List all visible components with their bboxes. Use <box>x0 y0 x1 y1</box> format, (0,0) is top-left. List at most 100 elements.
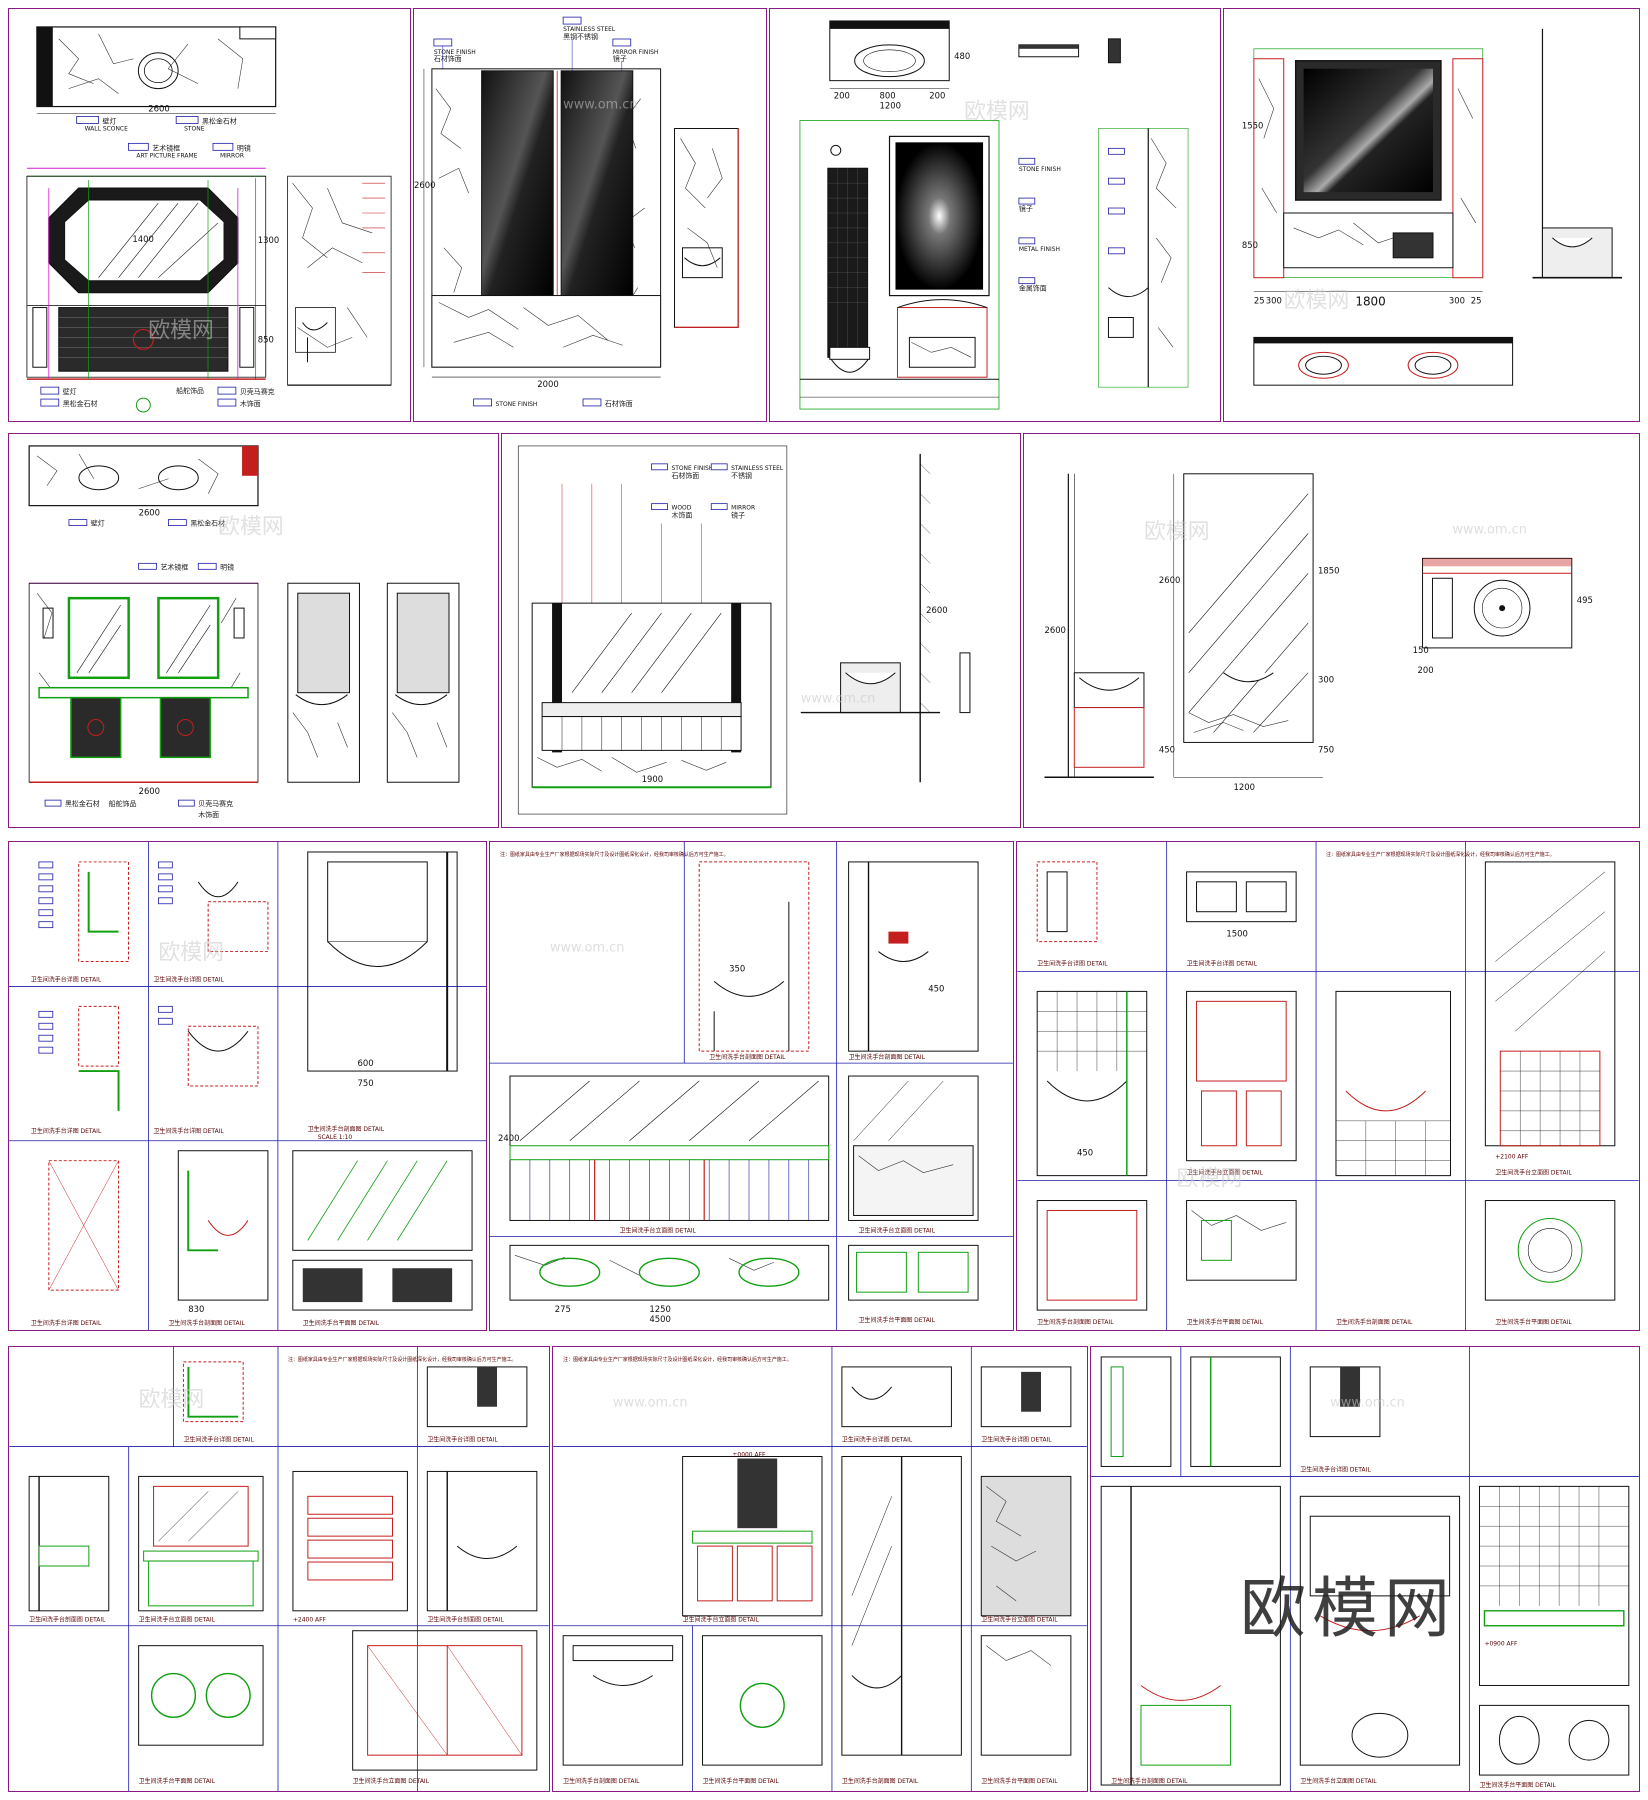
dim-a: 300 <box>1266 296 1282 306</box>
caption-7: 卫生间洗手台剖面图 DETAIL <box>168 1319 245 1327</box>
label-mirror: 镜子 <box>1019 204 1033 213</box>
detail-sheet-a: 卫生间洗手台详图 DETAIL 卫生间洗手台详图 DETAIL 600 750 … <box>8 841 487 1331</box>
caption-6: 卫生间洗手台平面图 DETAIL <box>303 1319 380 1327</box>
double-vanity-drawing: 2600 壁灯 黑松金石材 艺术镜框 明镜 2600 黑松金石材 船舵饰品 贝壳… <box>28 445 460 819</box>
watermark-url: www.om.cn <box>1330 1396 1405 1411</box>
caption-e3: 卫生间洗手台立面图 DETAIL <box>683 1616 760 1624</box>
drawing-sheet-long-vanity: STONE FINISH 石材饰面 STAINLESS STEEL 不锈钢 WO… <box>501 433 1021 828</box>
detail-sheet-c-drawing: 注：图纸家具由专业生产厂家根据现场实际尺寸及设计图纸深化设计，经我司审核确认后方… <box>1017 842 1639 1330</box>
label-stone: 黑松金石材 <box>190 519 225 528</box>
label-ornament: 船舵饰品 <box>109 799 137 808</box>
dim-basin-c: 200 <box>929 91 945 101</box>
caption-e6: 卫生间洗手台平面图 DETAIL <box>981 1777 1058 1785</box>
label-wood: 木饰面 <box>240 399 261 408</box>
note-text-e: 注：图纸家具由专业生产厂家根据现场实际尺寸及设计图纸深化设计，经我司审核确认后方… <box>563 1356 792 1363</box>
label-stone-finish: STONE FINISH <box>1019 166 1061 173</box>
caption-d5: 卫生间洗手台剖面图 DETAIL <box>427 1616 504 1624</box>
dim-mirror-width: 1400 <box>132 234 153 244</box>
dim-mirror-h5: 750 <box>1318 744 1334 754</box>
dim-section-h1: 2600 <box>1044 625 1065 635</box>
caption-b3: 卫生间洗手台立面图 DETAIL <box>620 1226 697 1234</box>
detail-dim-750: 750 <box>358 1078 374 1088</box>
caption-c3: 卫生间洗手台立面图 DETAIL <box>1495 1169 1572 1177</box>
vanity-octagon-drawing: 2600 壁灯 WALL SCONCE 黑松金石材 STONE 艺术镜框 ART… <box>26 26 392 413</box>
dim-b: 300 <box>1449 296 1465 306</box>
label-wall-sconce: 壁灯 <box>91 519 105 528</box>
mirror-section-drawing: 2600 2600 1850 300 450 750 1200 495 150 … <box>1044 473 1593 792</box>
label-stone-cn-a: 石材饰面 <box>434 54 462 63</box>
caption-f4: 卫生间洗手台平面图 DETAIL <box>1479 1781 1556 1789</box>
level-mark-2400: +2400 AFF <box>293 1617 327 1624</box>
detail-sheet-b-drawing: 注：图纸家具由专业生产厂家根据现场实际尺寸及设计图纸深化设计，经我司审核确认后方… <box>490 842 1013 1330</box>
caption-d3: 卫生间洗手台剖面图 DETAIL <box>29 1616 106 1624</box>
detail-dim-830: 830 <box>188 1304 204 1314</box>
level-mark-0900: +0900 AFF <box>1484 1641 1518 1648</box>
caption-8: 卫生间洗手台详图 DETAIL <box>31 1319 102 1327</box>
watermark: 欧模网 <box>1284 289 1350 314</box>
caption-f3: 卫生间洗手台立面图 DETAIL <box>1300 1777 1377 1785</box>
label-metal-finish: METAL FINISH <box>1019 246 1060 253</box>
note-text-d: 注：图纸家具由专业生产厂家根据现场实际尺寸及设计图纸深化设计，经我司审核确认后方… <box>288 1356 517 1363</box>
label-wall-sconce-en: WALL SCONCE <box>85 125 128 132</box>
dim-plan-s2: 150 <box>1413 645 1429 655</box>
watermark: 欧模网 <box>1177 1167 1243 1192</box>
dim-h1: 1550 <box>1242 120 1263 130</box>
drawing-sheet-mirror-section: 2600 2600 1850 300 450 750 1200 495 150 … <box>1023 433 1640 828</box>
caption-c4: 卫生间洗手台立面图 DETAIL <box>1187 1169 1264 1177</box>
dim-mirror-h4: 450 <box>1159 744 1175 754</box>
detail-sheet-a-drawing: 卫生间洗手台详图 DETAIL 卫生间洗手台详图 DETAIL 600 750 … <box>9 842 486 1330</box>
caption-e4: 卫生间洗手台剖面图 DETAIL <box>842 1777 919 1785</box>
caption-2: 卫生间洗手台详图 DETAIL <box>153 975 224 983</box>
caption-d2: 卫生间洗手台详图 DETAIL <box>427 1436 498 1444</box>
dim-mirror-w1: 1200 <box>1233 782 1254 792</box>
detail-dim-1500: 1500 <box>1226 929 1248 939</box>
label-stone-en: STONE <box>184 125 205 132</box>
watermark-url: www.om.cn <box>550 941 625 956</box>
label-stone-bottom: 黑松金石材 <box>63 399 98 408</box>
black-mirror-wall-drawing: 2000 2600 STONE FINISH 石材饰面 STAINLESS ST… <box>414 16 739 408</box>
detail-sheet-e-drawing: 注：图纸家具由专业生产厂家根据现场实际尺寸及设计图纸深化设计，经我司审核确认后方… <box>553 1347 1087 1791</box>
dim-cabinet-height: 850 <box>258 334 274 344</box>
double-basin-drawing: 25 300 1800 300 25 1550 850 欧模网 <box>1242 28 1623 386</box>
dim-left: 25 <box>1254 296 1265 306</box>
detail-sheet-f-drawing: 卫生间洗手台详图 DETAIL 卫生间洗手台剖面图 DETAIL 卫生间洗手台立… <box>1091 1347 1639 1791</box>
dim-top-width: 2600 <box>148 104 169 114</box>
caption-c5: 卫生间洗手台剖面图 DETAIL <box>1336 1318 1413 1326</box>
label-art-mirror-en: ART PICTURE FRAME <box>136 152 197 159</box>
caption-d1: 卫生间洗手台详图 DETAIL <box>183 1436 254 1444</box>
drawing-sheet-double-basin: 25 300 1800 300 25 1550 850 欧模网 <box>1223 8 1640 422</box>
level-mark-0000: ±0000 AFF <box>732 1452 766 1459</box>
basin-elevation-drawing: 200 800 200 1200 480 欧模网 <box>799 20 1189 410</box>
watermark: 欧模网 <box>218 514 284 539</box>
detail-sheet-f: 卫生间洗手台详图 DETAIL 卫生间洗手台剖面图 DETAIL 卫生间洗手台立… <box>1090 1346 1640 1792</box>
dim-wall-width: 2000 <box>537 379 558 389</box>
label-stone-top: 黑松金石材 <box>202 116 237 125</box>
label-art-mirror: 艺术镜框 <box>152 143 180 152</box>
caption-c7: 卫生间洗手台平面图 DETAIL <box>1495 1318 1572 1326</box>
caption-e8: 卫生间洗手台平面图 DETAIL <box>703 1777 780 1785</box>
drawing-sheet-black-mirror-wall: 2000 2600 STONE FINISH 石材饰面 STAINLESS ST… <box>413 8 767 422</box>
detail-dim-350: 350 <box>729 963 745 973</box>
caption-b1: 卫生间洗手台剖面图 DETAIL <box>709 1053 786 1061</box>
label-mirror: 明镜 <box>220 562 234 571</box>
caption-3: 卫生间洗手台剖面图 DETAIL <box>308 1125 385 1133</box>
dim-section-height: 2600 <box>926 605 947 615</box>
label-stone-cn-b: 石材饰面 <box>605 399 633 408</box>
label-stone-finish-a: STONE FINISH <box>434 49 476 56</box>
label-mirror: 明镜 <box>237 143 251 152</box>
level-mark-2100: +2100 AFF <box>1495 1154 1529 1161</box>
label-wood-cn: 木饰面 <box>671 511 692 520</box>
detail-dim-1075: 275 <box>555 1304 571 1314</box>
drawing-sheet-double-vanity: 2600 壁灯 黑松金石材 艺术镜框 明镜 2600 黑松金石材 船舵饰品 贝壳… <box>8 433 499 828</box>
watermark: 欧模网 <box>158 941 224 966</box>
dim-plan-s1: 495 <box>1577 595 1593 605</box>
label-stone-finish-b: STONE FINISH <box>496 401 538 408</box>
detail-sheet-d-drawing: 注：图纸家具由专业生产厂家根据现场实际尺寸及设计图纸深化设计，经我司审核确认后方… <box>9 1347 549 1791</box>
label-stainless-cn: 黑钢不锈钢 <box>563 32 598 41</box>
caption-c1: 卫生间洗手台详图 DETAIL <box>1037 959 1108 967</box>
label-art-mirror: 艺术镜框 <box>160 562 188 571</box>
watermark-url: www.om.cn <box>563 98 637 113</box>
dim-wall-height: 2600 <box>414 180 435 190</box>
detail-dim-1250: 1250 <box>649 1304 671 1314</box>
label-stone-finish: STONE FINISH <box>671 465 713 472</box>
